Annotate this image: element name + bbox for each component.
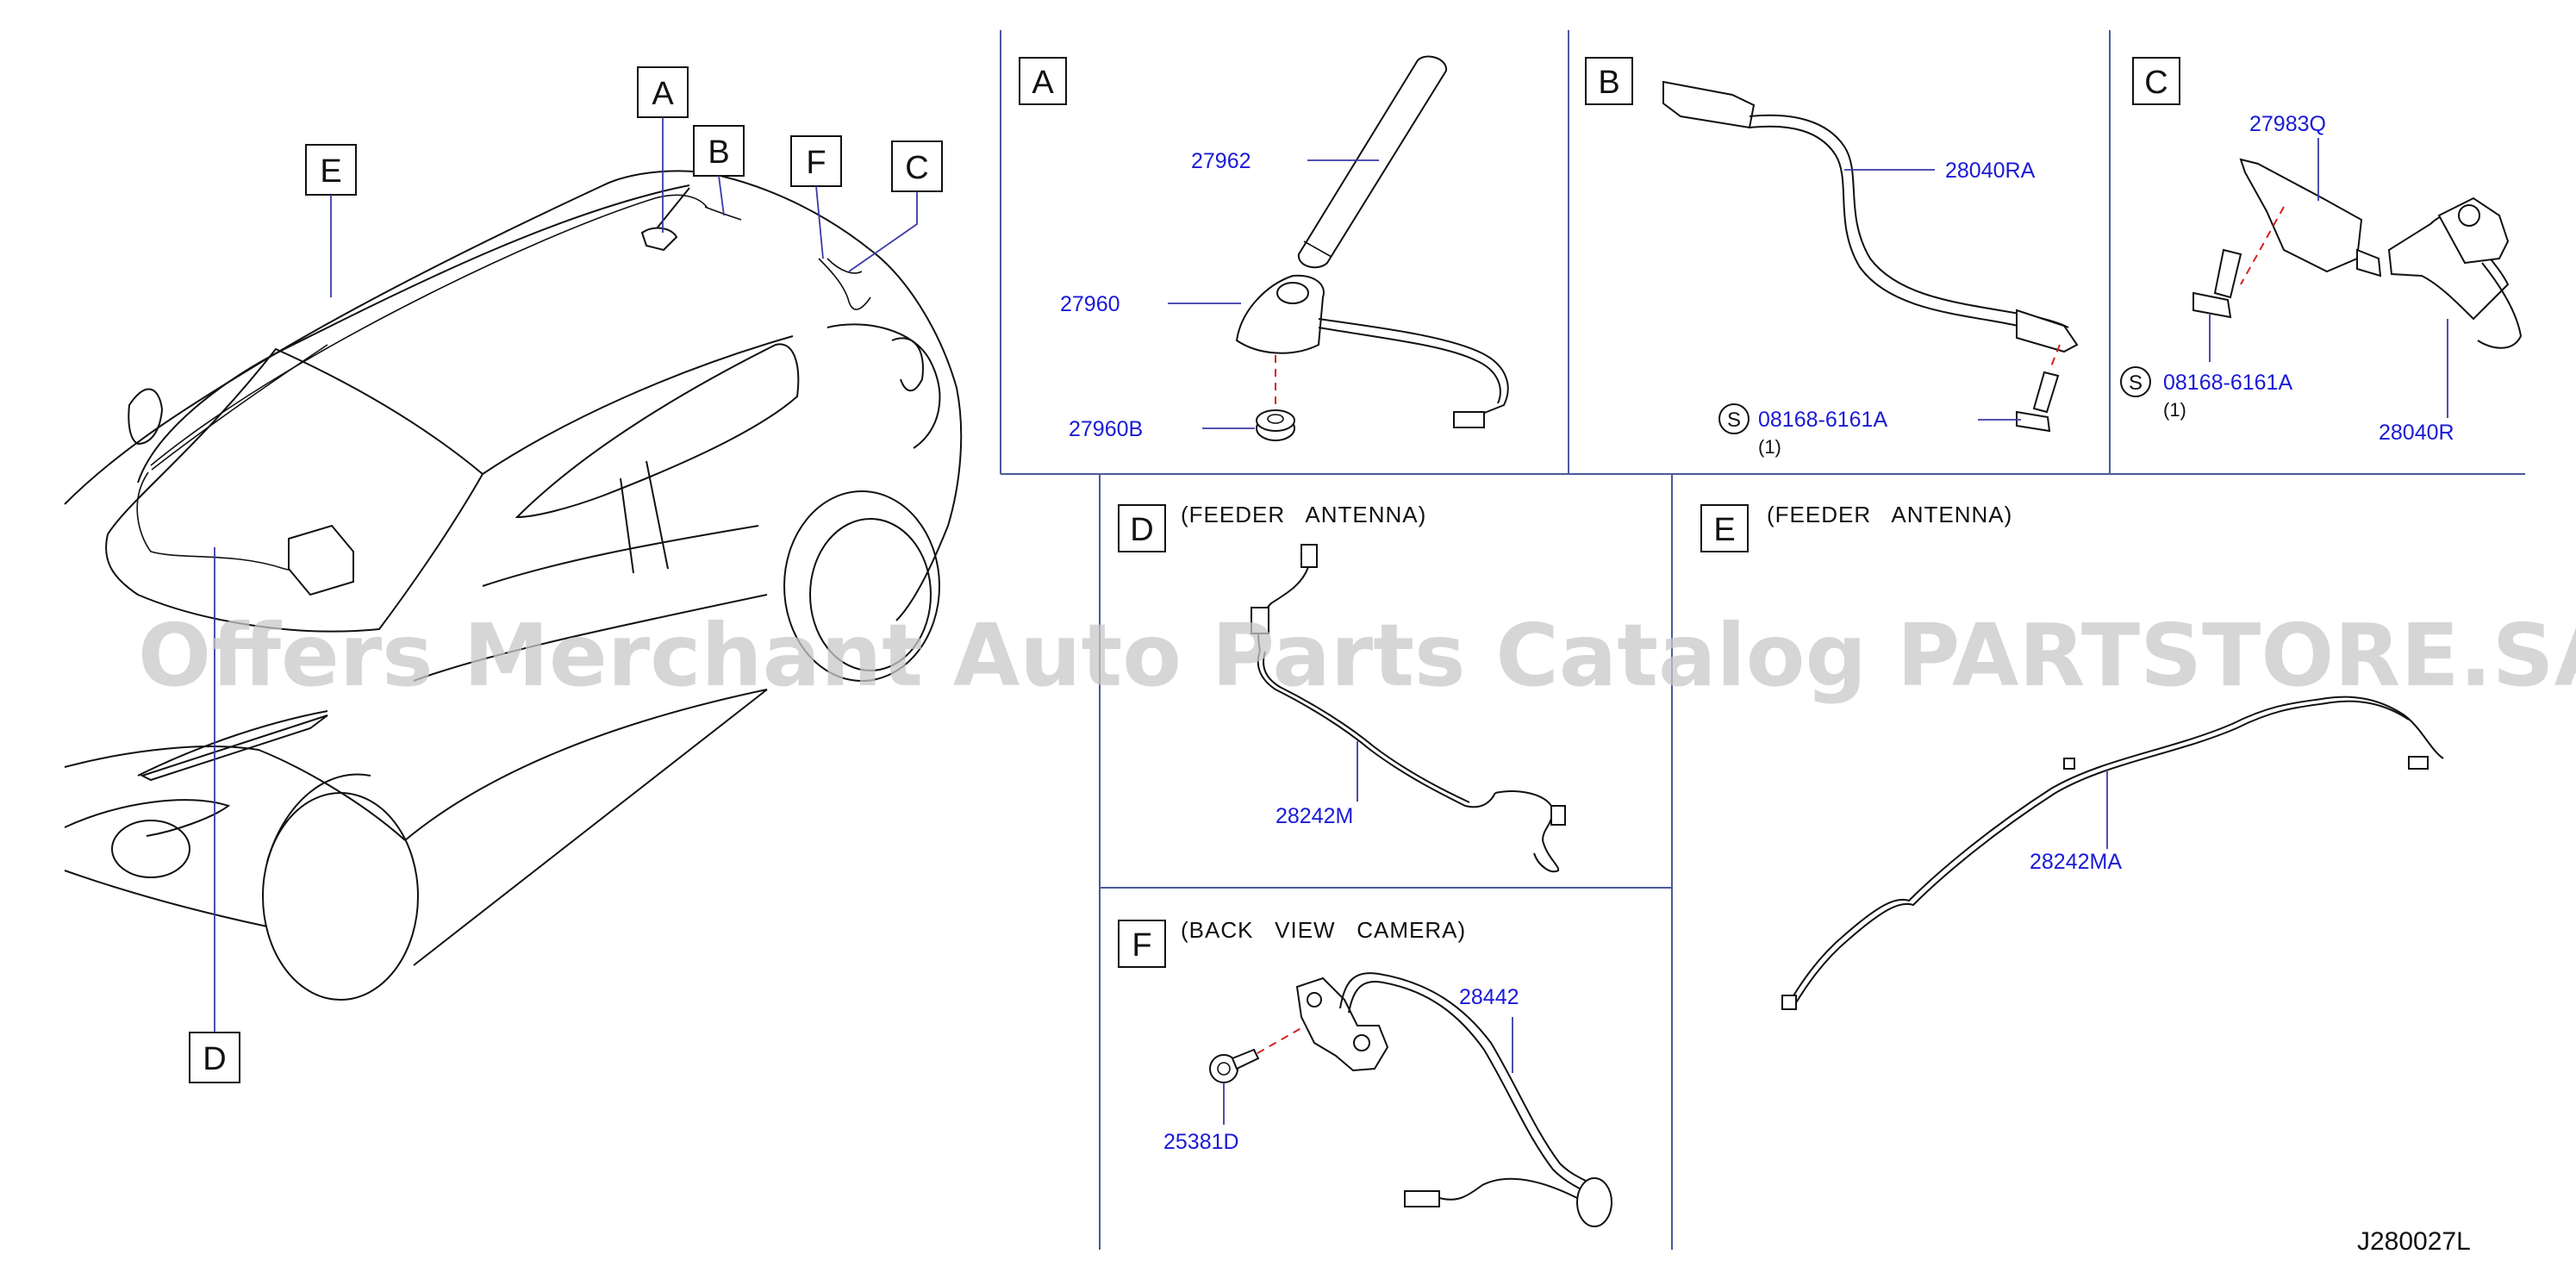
harness-28040R[interactable] <box>2387 197 2523 349</box>
svg-text:D: D <box>1130 512 1153 548</box>
svg-text:S: S <box>1727 409 1741 432</box>
callout-B[interactable]: B <box>693 125 745 216</box>
callout-F[interactable]: F <box>790 135 842 259</box>
watermark: Offers Merchant Auto Parts Catalog PARTS… <box>138 605 2576 706</box>
svg-text:B: B <box>1598 65 1619 101</box>
callout-C[interactable]: C <box>848 140 943 272</box>
svg-text:28040R: 28040R <box>2379 421 2454 445</box>
svg-text:F: F <box>1132 927 1151 964</box>
callout-A[interactable]: A <box>637 66 689 233</box>
svg-text:27983Q: 27983Q <box>2249 112 2326 136</box>
svg-text:E: E <box>320 153 341 190</box>
svg-text:(FEEDER ANTENNA): (FEEDER ANTENNA) <box>1181 502 1426 527</box>
svg-text:27960B: 27960B <box>1069 417 1143 441</box>
screw-25381D[interactable] <box>1209 1048 1260 1083</box>
panel-F: F (BACK VIEW CAMERA) 28442 25381D <box>1118 917 1612 1227</box>
feeder-antenna-28242M[interactable] <box>1251 544 1566 873</box>
diagram-code: J280027L <box>2357 1227 2471 1256</box>
feeder-antenna-28242MA[interactable] <box>1781 696 2444 1010</box>
svg-text:B: B <box>708 134 729 171</box>
svg-text:(FEEDER ANTENNA): (FEEDER ANTENNA) <box>1767 502 2012 527</box>
panel-grid <box>1000 30 2525 1250</box>
overview-callouts: A B F C E D <box>189 66 943 1083</box>
panel-C: C 27983Q S 08168-6161A (1) 28040R <box>2120 57 2523 445</box>
svg-text:27960: 27960 <box>1060 292 1120 316</box>
svg-text:S: S <box>2129 371 2143 395</box>
bolt-08168-6161A-b[interactable] <box>2016 371 2060 433</box>
bolt-08168-6161A-c[interactable] <box>2192 248 2242 319</box>
panel-A: A 27962 27960 27960B <box>1019 55 1509 441</box>
rod-antenna-27962[interactable] <box>1297 55 1448 269</box>
svg-text:28242M: 28242M <box>1276 804 1353 828</box>
camera-28442[interactable] <box>1295 972 1612 1227</box>
panel-letter-box <box>1019 57 1067 105</box>
callout-D[interactable]: D <box>189 547 240 1083</box>
harness-28040RA[interactable] <box>1662 80 2079 353</box>
svg-text:A: A <box>652 76 674 112</box>
panel-E: E (FEEDER ANTENNA) 28242MA <box>1700 502 2444 1010</box>
svg-text:28242MA: 28242MA <box>2030 850 2122 874</box>
svg-text:D: D <box>203 1041 226 1077</box>
standard-part-symbol: S <box>1718 403 1750 434</box>
svg-text:F: F <box>806 145 826 181</box>
vehicle-overview <box>64 170 963 1001</box>
panel-D: D (FEEDER ANTENNA) 28242M <box>1118 502 1566 873</box>
standard-part-symbol-c: S <box>2120 366 2151 397</box>
svg-text:(1): (1) <box>1758 436 1781 458</box>
svg-text:C: C <box>2144 65 2167 101</box>
svg-text:25381D: 25381D <box>1163 1130 1239 1154</box>
sensor-27983Q[interactable] <box>2239 158 2382 278</box>
panel-B: B 28040RA S 08168-6161A (1) <box>1585 57 2079 458</box>
svg-text:28040RA: 28040RA <box>1945 159 2036 183</box>
svg-text:27962: 27962 <box>1191 149 1251 173</box>
svg-text:(1): (1) <box>2163 399 2186 421</box>
callout-E[interactable]: E <box>305 144 357 297</box>
svg-text:08168-6161A: 08168-6161A <box>2163 371 2292 395</box>
svg-text:08168-6161A: 08168-6161A <box>1758 408 1887 432</box>
svg-text:E: E <box>1713 512 1735 548</box>
svg-text:A: A <box>1032 65 1054 101</box>
antenna-base-27960[interactable] <box>1235 274 1509 428</box>
grommet-27960B[interactable] <box>1256 409 1295 441</box>
svg-text:C: C <box>905 150 928 186</box>
svg-text:28442: 28442 <box>1459 985 1519 1009</box>
svg-text:(BACK VIEW CAMERA): (BACK VIEW CAMERA) <box>1181 917 1466 943</box>
